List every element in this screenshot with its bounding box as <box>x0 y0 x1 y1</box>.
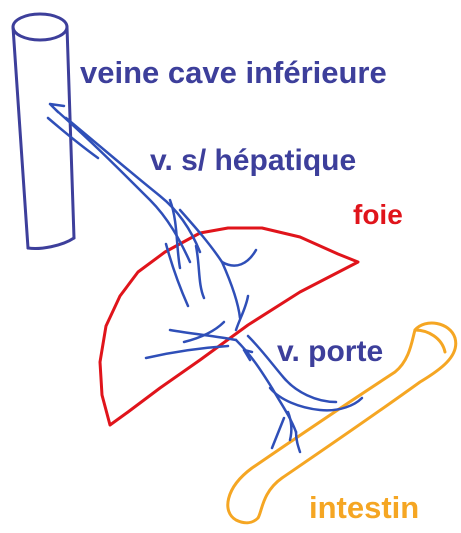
liver-outline <box>100 228 358 425</box>
label-vena-cava: veine cave inférieure <box>80 57 387 88</box>
label-liver: foie <box>353 201 403 229</box>
label-portal-vein: v. porte <box>277 337 383 367</box>
label-intestine: intestin <box>309 492 419 523</box>
label-hepatic-vein: v. s/ hépatique <box>150 146 356 176</box>
